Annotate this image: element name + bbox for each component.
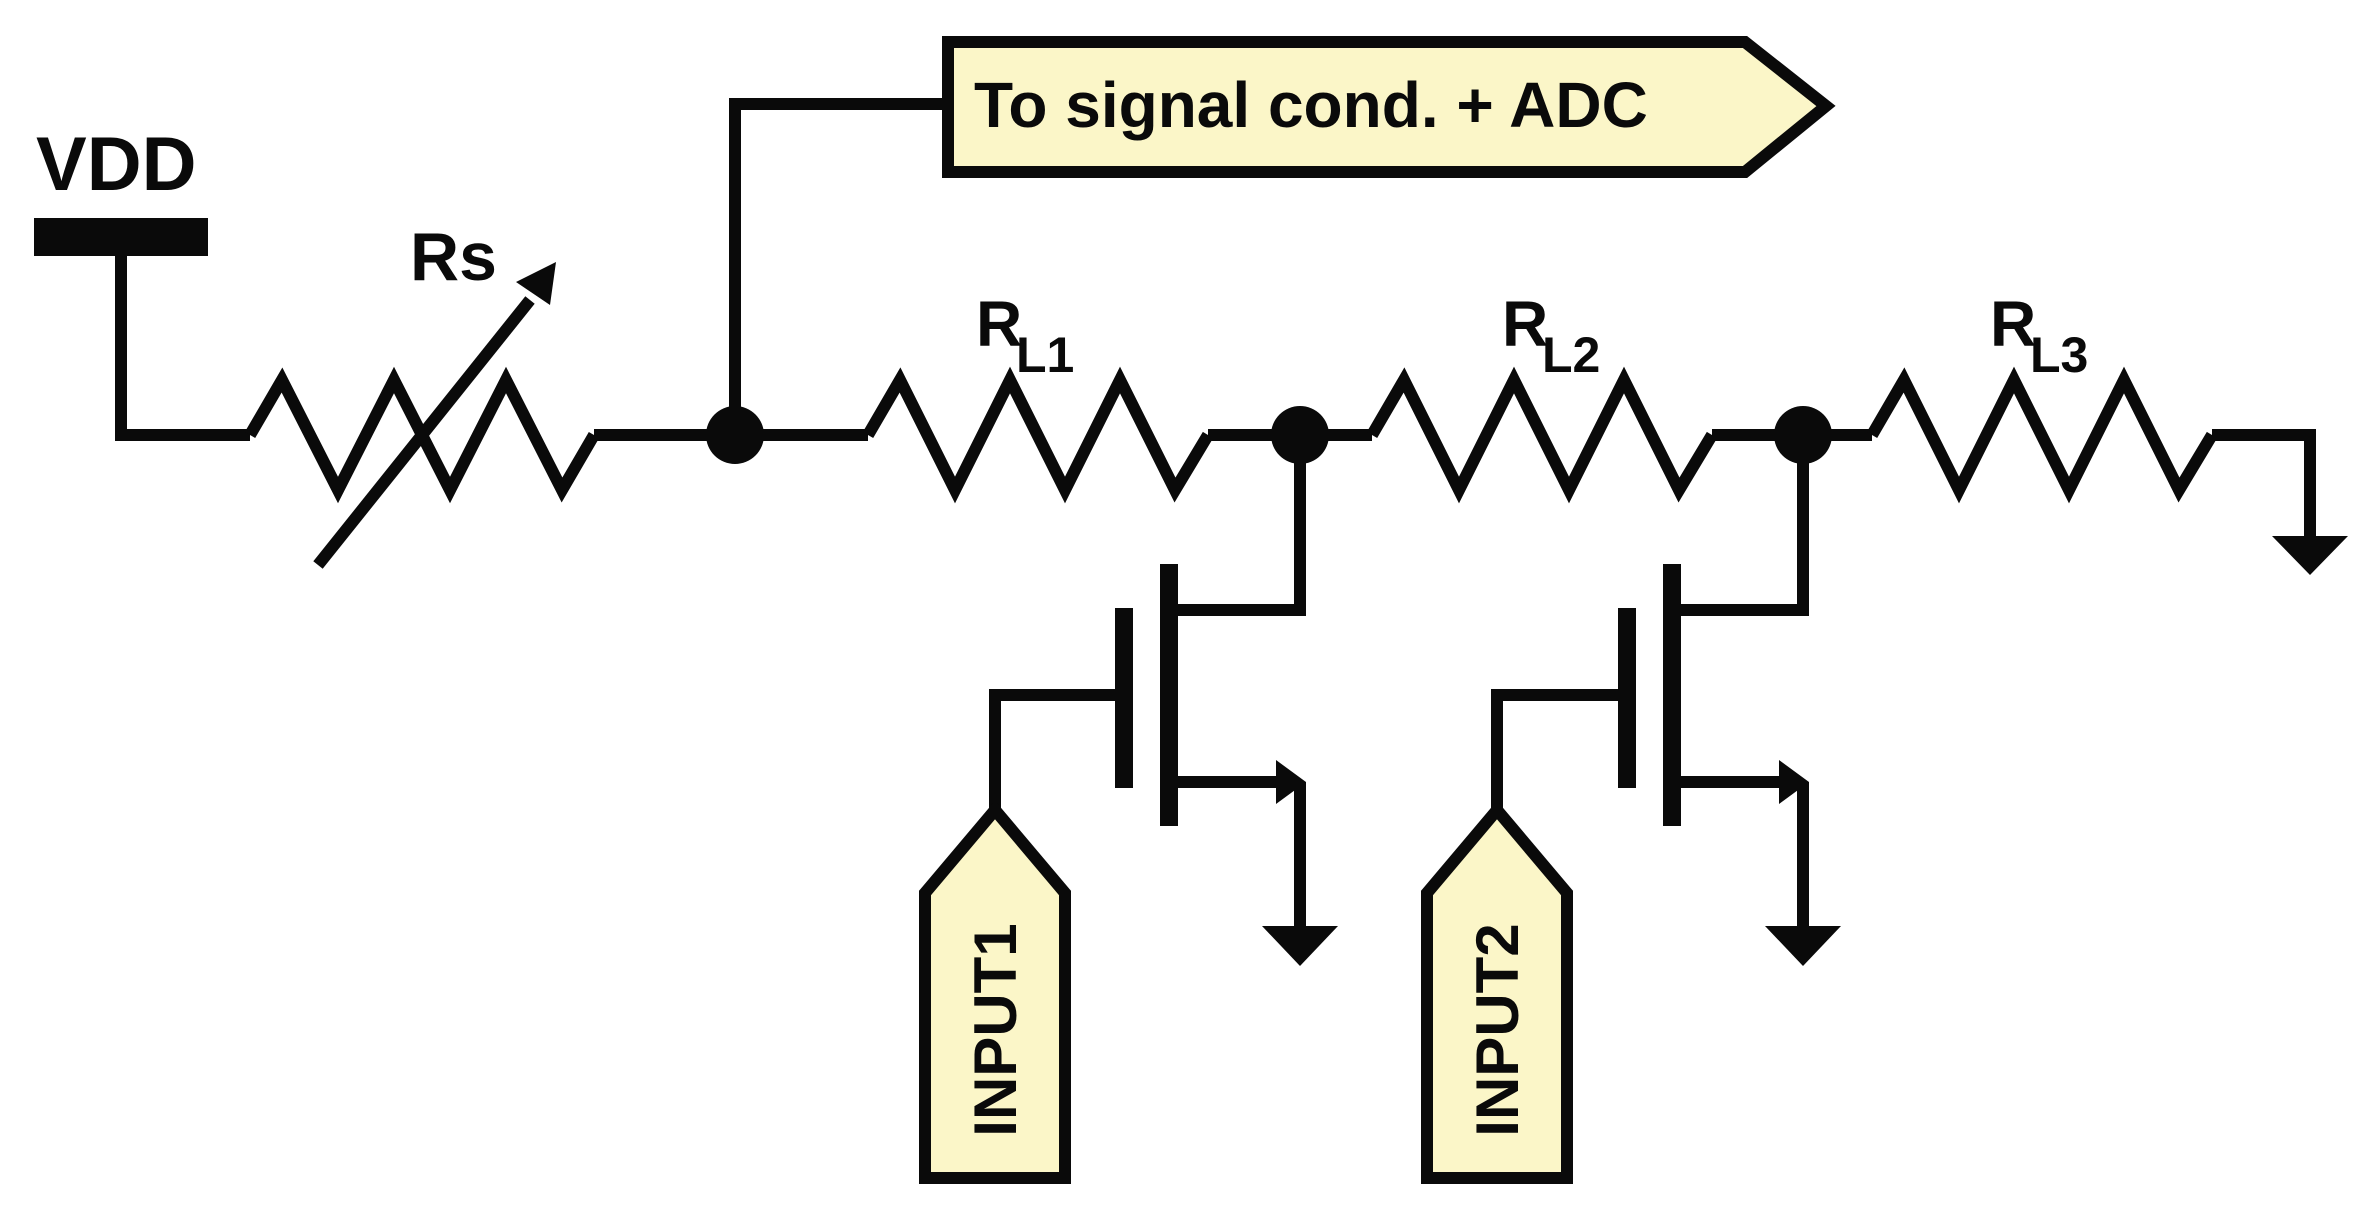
vdd-rail [34,218,208,256]
transistor-1-channel [1160,564,1178,826]
load-resistor-2-subscript: L2 [1542,327,1600,383]
variable-resistor-arrowhead-icon [516,262,556,305]
input1-label: INPUT1 [962,923,1029,1136]
transistor-2-source-arrow-icon [1779,760,1809,804]
transistor-1-source-arrow-icon [1276,760,1306,804]
ground-1-icon [1262,926,1338,966]
sense-resistor-label: Rs [410,219,497,295]
output-tap-wire [729,98,948,435]
junction-node-output [706,406,764,464]
transistor-1-drain-wire [1172,435,1306,616]
input1-gate-wire [989,689,1124,810]
input2-gate-wire [1491,689,1627,810]
input1-tag [919,800,1071,1184]
input2-tag [1421,800,1573,1184]
ground-2-icon [1765,926,1841,966]
load-resistor-3-subscript: L3 [2030,327,2088,383]
load-resistor-1-subscript: L1 [1016,327,1074,383]
transistor-2-channel [1663,564,1681,826]
wire-rl3-to-ground [2212,429,2316,540]
load-resistor-2-label: R [1502,288,1548,360]
input2-label: INPUT2 [1464,923,1531,1136]
load-resistor-3-label: R [1990,288,2036,360]
vdd-label: VDD [36,122,196,207]
load-resistor-1-label: R [976,288,1022,360]
load-resistor-3-zigzag [1866,366,2218,504]
output-tag-label: To signal cond. + ADC [974,69,1648,141]
transistor-2 [1491,435,1841,966]
vdd-wire [115,256,250,441]
output-tag [942,36,1836,178]
load-resistor-2-zigzag [1366,366,1718,504]
variable-resistor-arrow-line [313,296,535,569]
ground-3-icon [2272,536,2348,575]
load-resistor-1-zigzag [862,366,1214,504]
transistor-1 [989,435,1338,966]
transistor-2-drain-wire [1675,435,1809,616]
